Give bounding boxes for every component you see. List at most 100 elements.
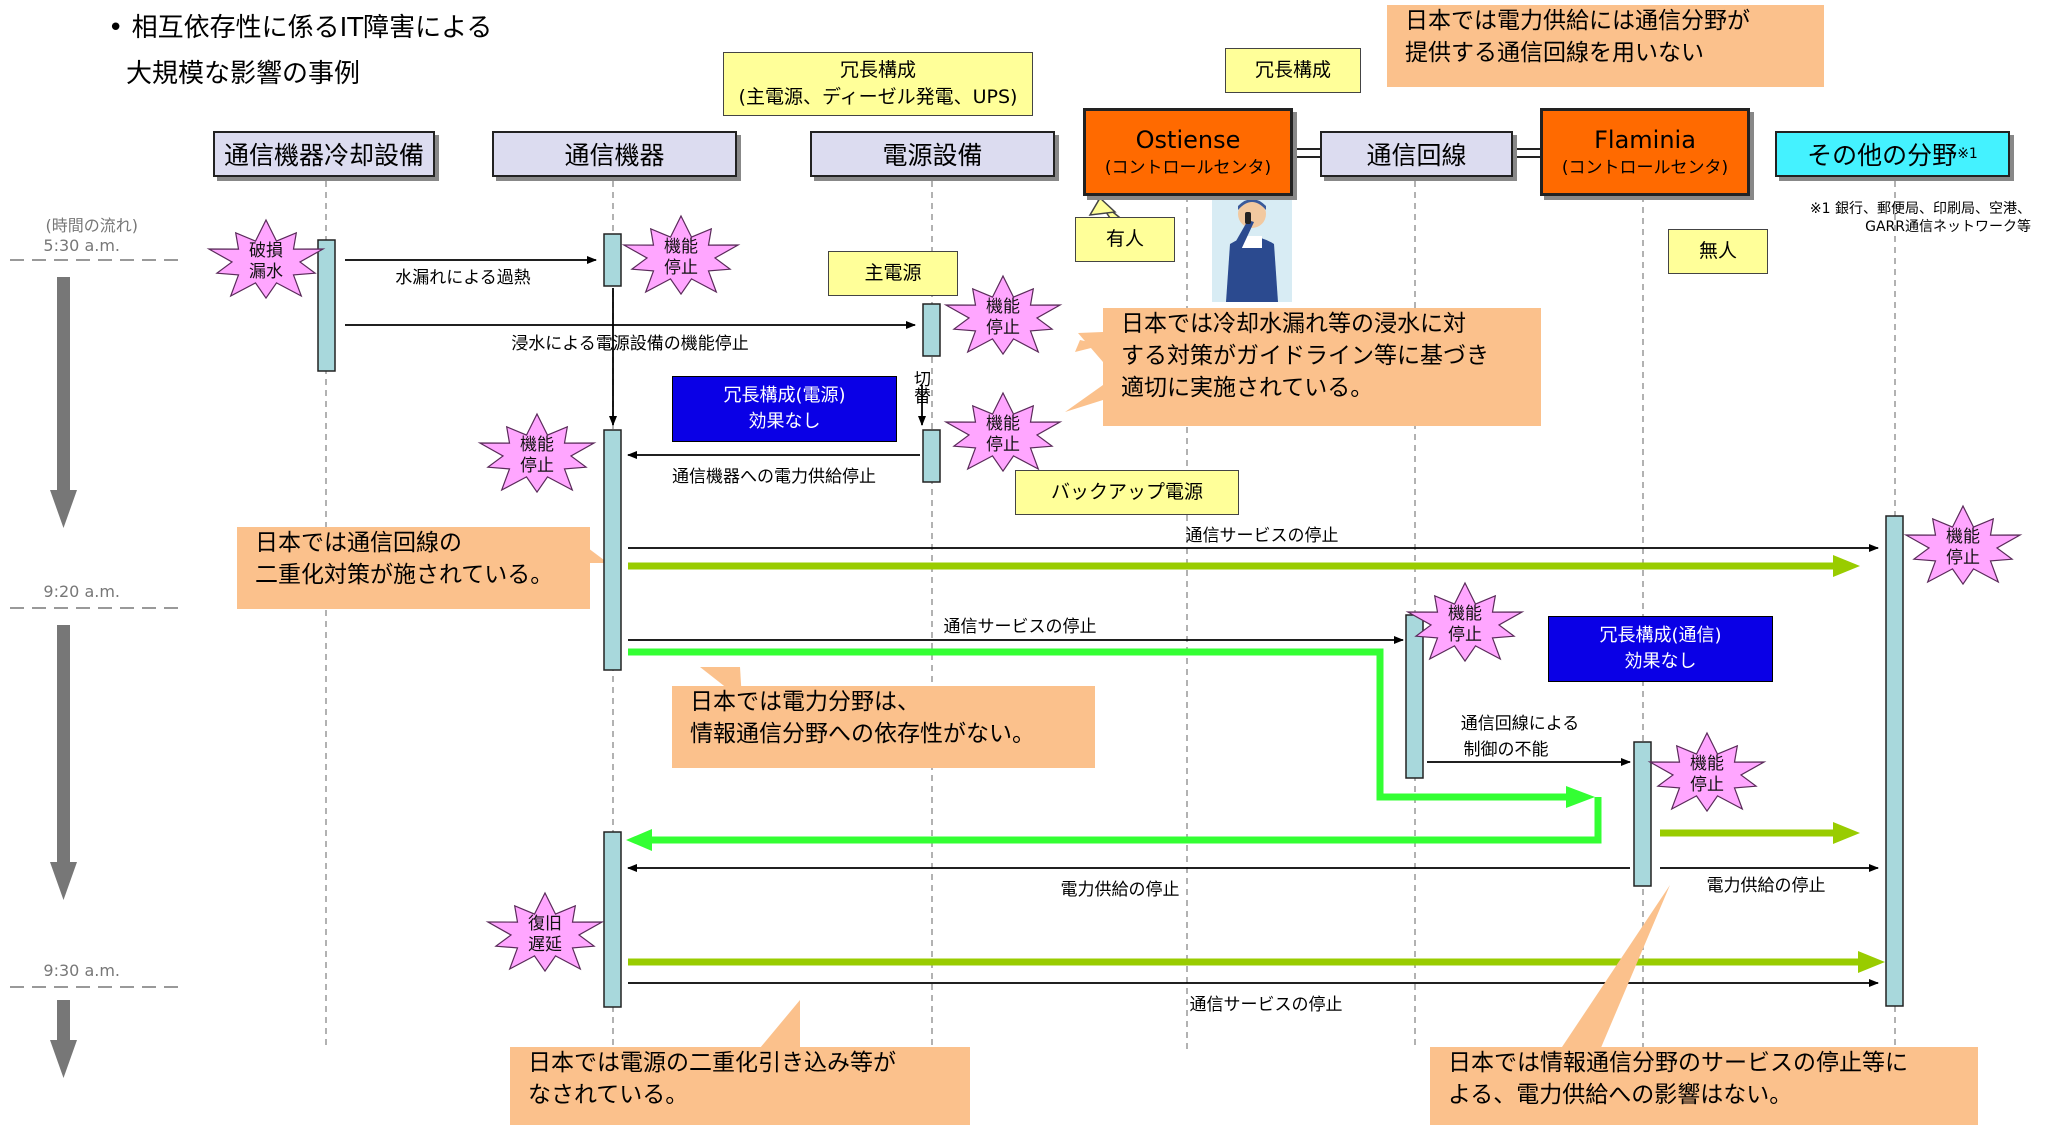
- star-text: 機能: [520, 435, 554, 455]
- star-text: 停止: [520, 456, 554, 476]
- activation-power-backup: [922, 429, 941, 483]
- note-dual-power-line-2: なされている。: [528, 1082, 689, 1109]
- lane-header-comm-line: 通信回線: [1320, 131, 1513, 177]
- star-text: 停止: [986, 318, 1020, 338]
- star-text: 機能: [986, 414, 1020, 434]
- star-text: 停止: [664, 258, 698, 278]
- ostiense-sub-label: (コントロールセンタ): [1104, 157, 1272, 178]
- time-flow-label: (時間の流れ): [45, 216, 139, 235]
- label-power-to-telecom-stop: 通信機器への電力供給停止: [672, 467, 876, 487]
- note-main-power: 主電源: [828, 251, 958, 296]
- label-comm-service-stop-3: 通信サービスの停止: [1189, 995, 1343, 1015]
- operator-figure: [1212, 192, 1292, 302]
- note-no-impact-line-1: 日本では情報通信分野のサービスの停止等に: [1448, 1050, 1908, 1076]
- note-redundancy-comm-ineffective: 冗長構成(通信) 効果なし: [1548, 616, 1773, 682]
- label-control-disabled-2: 制御の不能: [1463, 740, 1549, 760]
- star-telecom-stop-1: 機能 停止: [664, 237, 698, 279]
- note-no-impact-on-power: 日本では情報通信分野のサービスの停止等に よる、電力供給への影響はない。: [1430, 1047, 1978, 1125]
- label-leak-overheat: 水漏れによる過熱: [395, 268, 531, 288]
- star-shape-power-backup: [943, 391, 1063, 473]
- footnote-line-2: GARR通信ネットワーク等: [1865, 219, 2031, 235]
- activation-telecom-2: [603, 429, 622, 671]
- ostiense-label: Ostiense: [1135, 126, 1241, 155]
- lane-header-other-sectors: その他の分野※1: [1775, 131, 2010, 177]
- label-control-disabled-1: 通信回線による: [1460, 714, 1580, 734]
- star-text: 停止: [1448, 625, 1482, 645]
- note-redundancy-power-line-2: (主電源、ディーゼル発電、UPS): [738, 86, 1018, 108]
- note-power-indep-line-2: 情報通信分野への依存性がない。: [690, 721, 1035, 748]
- star-text: 機能: [986, 297, 1020, 317]
- star-power-backup-stop: 機能 停止: [986, 414, 1020, 456]
- note-power-no-comm-line: 日本では電力供給には通信分野が 提供する通信回線を用いない: [1387, 5, 1824, 87]
- note-unmanned: 無人: [1668, 229, 1768, 274]
- star-recover-text-2: 遅延: [528, 935, 562, 955]
- note-top-line-2: 提供する通信回線を用いない: [1405, 40, 1704, 67]
- star-damage-text-2: 漏水: [249, 262, 283, 282]
- other-sectors-label: その他の分野: [1807, 141, 1958, 170]
- note-redundancy-power: 冗長構成 (主電源、ディーゼル発電、UPS): [723, 52, 1033, 116]
- star-text: 機能: [664, 237, 698, 257]
- note-dual-power-line-1: 日本では電源の二重化引き込み等が: [528, 1050, 896, 1076]
- time-arrow-3-shaft: [57, 1000, 70, 1045]
- note-blue-power-line-1: 冗長構成(電源): [723, 384, 846, 406]
- label-flood-power-stop: 浸水による電源設備の機能停止: [511, 334, 749, 354]
- star-other-stop: 機能 停止: [1946, 527, 1980, 569]
- label-switch: 切替: [910, 370, 930, 404]
- note-flood-line-1: 日本では冷却水漏れ等の浸水に対: [1121, 311, 1466, 337]
- star-flaminia-stop: 機能 停止: [1690, 754, 1724, 796]
- star-shape-power-main: [943, 274, 1063, 356]
- activation-flaminia: [1633, 741, 1652, 887]
- star-telecom-stop-2: 機能 停止: [520, 435, 554, 477]
- label-power-supply-stop-right: 電力供給の停止: [1706, 876, 1826, 896]
- note-dual-line-1: 日本では通信回線の: [255, 530, 462, 556]
- footnote-line-1: ※1 銀行、郵便局、印刷局、空港、: [1809, 201, 2031, 217]
- star-recovery-delay: 復旧 遅延: [528, 914, 562, 956]
- green-arrow-telecom-to-flaminia: [628, 648, 1568, 801]
- star-power-main-stop: 機能 停止: [986, 297, 1020, 339]
- star-text: 停止: [986, 435, 1020, 455]
- activation-telecom-1: [603, 233, 622, 287]
- note-flood-countermeasures: 日本では冷却水漏れ等の浸水に対 する対策がガイドライン等に基づき 適切に実施され…: [1103, 308, 1541, 426]
- lane-header-power-equipment: 電源設備: [810, 131, 1055, 177]
- activation-comm-line: [1405, 614, 1424, 779]
- lane-header-telecom-equipment: 通信機器: [492, 131, 737, 177]
- note-redundancy-power-line-1: 冗長構成: [839, 59, 916, 82]
- note-top-line-1: 日本では電力供給には通信分野が: [1405, 8, 1750, 34]
- note-manned: 有人: [1075, 217, 1175, 262]
- label-comm-service-stop-1: 通信サービスの停止: [1185, 526, 1339, 546]
- note-redundancy-power-ineffective: 冗長構成(電源) 効果なし: [672, 376, 897, 442]
- note-blue-comm-line-2: 効果なし: [1624, 651, 1697, 672]
- note-blue-comm-line-1: 冗長構成(通信): [1599, 624, 1722, 646]
- label-comm-service-stop-2: 通信サービスの停止: [943, 617, 1097, 637]
- flaminia-sub-label: (コントロールセンタ): [1561, 157, 1729, 178]
- green-arrow-flaminia-to-telecom: [650, 797, 1602, 844]
- star-shape-telecom-1: [621, 214, 741, 296]
- note-backup-power: バックアップ電源: [1015, 470, 1239, 515]
- time-label-0920: 9:20 a.m.: [43, 582, 120, 601]
- note-redundancy: 冗長構成: [1225, 48, 1361, 93]
- time-arrow-2-shaft: [57, 625, 70, 875]
- time-arrow-1-shaft: [57, 277, 70, 502]
- lane-header-cooling: 通信機器冷却設備: [213, 131, 435, 177]
- time-arrow-3-head: [50, 1040, 77, 1078]
- title-line-1: • 相互依存性に係るIT障害による: [108, 13, 493, 43]
- star-shape-damage: [206, 218, 326, 300]
- star-damage-text-1: 破損: [249, 241, 283, 261]
- time-arrow-1-head: [50, 490, 77, 528]
- time-arrow-2-head: [50, 862, 77, 900]
- footnote: ※1 銀行、郵便局、印刷局、空港、 GARR通信ネットワーク等: [1810, 200, 2031, 236]
- star-text: 機能: [1946, 527, 1980, 547]
- note-dual-comm-lines: 日本では通信回線の 二重化対策が施されている。: [237, 527, 590, 609]
- star-recover-text-1: 復旧: [528, 914, 562, 934]
- lane-header-flaminia: Flaminia (コントロールセンタ): [1540, 108, 1750, 196]
- other-sectors-footnote-mark: ※1: [1957, 146, 1978, 162]
- note-flood-line-3: 適切に実施されている。: [1121, 375, 1374, 402]
- activation-cooling: [317, 239, 336, 372]
- star-text: 停止: [1946, 548, 1980, 568]
- star-text: 機能: [1448, 604, 1482, 624]
- tail-flood-note: [1075, 340, 1103, 352]
- activation-other: [1885, 515, 1904, 1007]
- star-shape-comm-line: [1405, 581, 1525, 663]
